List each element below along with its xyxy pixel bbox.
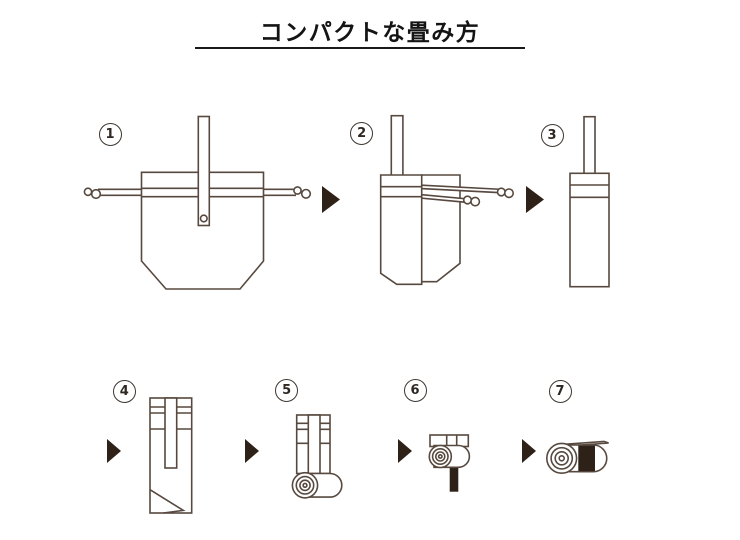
- step-4-badge: 4: [112, 379, 136, 403]
- arrow-right-icon: [398, 439, 412, 463]
- arrow-right-icon: [322, 186, 340, 213]
- step3-narrow-fold-illustration: [569, 115, 610, 288]
- step1-bag-illustration: [83, 115, 312, 290]
- step-6-badge: 6: [403, 379, 427, 403]
- step2-half-fold-illustration: [379, 114, 514, 286]
- step-1-badge: 1: [98, 122, 122, 146]
- step-2-badge: 2: [350, 122, 374, 145]
- step4-strap-wrapped-illustration: [149, 397, 193, 514]
- step7-rolled-complete-illustration: [545, 440, 609, 474]
- page-title: コンパクトな畳み方: [259, 20, 481, 46]
- step6-rolled-strap-illustration: [428, 434, 471, 492]
- step-7-badge: 7: [548, 380, 572, 404]
- arrow-right-icon: [245, 439, 259, 463]
- step-3-badge: 3: [540, 123, 564, 147]
- step-5-badge: 5: [275, 379, 299, 403]
- step5-rolling-illustration: [291, 414, 343, 499]
- arrow-right-icon: [526, 186, 544, 213]
- arrow-right-icon: [522, 439, 536, 463]
- arrow-right-icon: [107, 439, 121, 463]
- title-underline: [195, 47, 525, 50]
